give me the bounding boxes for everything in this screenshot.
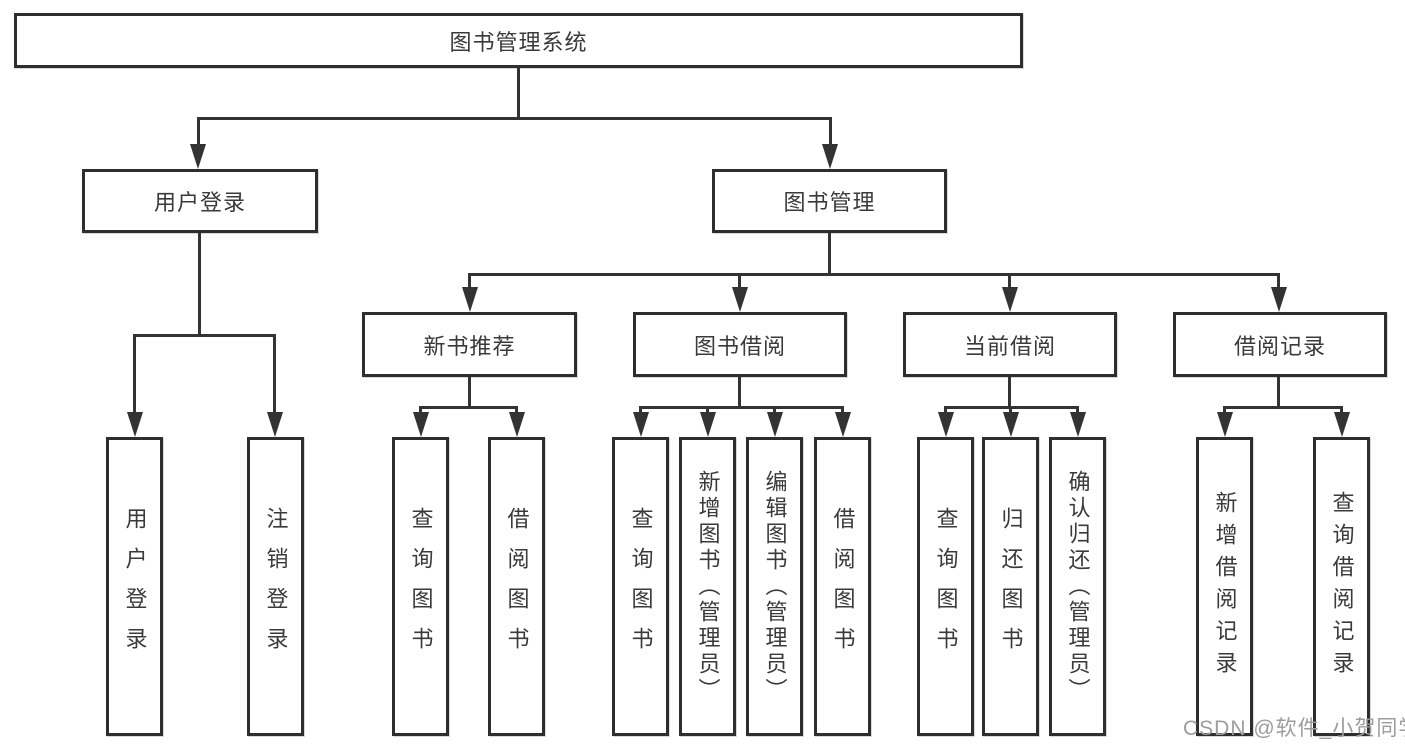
connector-line	[468, 273, 471, 291]
arrow-down-icon	[633, 412, 649, 437]
node-new-book-recommendation: 新书推荐	[362, 312, 577, 377]
node-label: 新书推荐	[423, 333, 516, 359]
leaf-return-books: 归还图书	[982, 437, 1039, 736]
arrow-down-icon	[1217, 412, 1233, 437]
leaf-label: 注销登录	[263, 506, 289, 667]
node-book-management: 图书管理	[712, 169, 947, 233]
arrow-down-icon	[1070, 412, 1086, 437]
leaf-query-borrow-record: 查询借阅记录	[1313, 437, 1370, 736]
connector-line	[944, 406, 947, 416]
leaf-label: 查询图书	[408, 506, 434, 667]
leaf-label: 归还图书	[998, 506, 1024, 667]
connector-line	[197, 117, 200, 149]
node-library-management-system: 图书管理系统	[14, 13, 1023, 68]
connector-line	[829, 117, 832, 149]
leaf-edit-books-admin: 编辑图书（管理员）	[746, 437, 803, 736]
connector-line	[273, 334, 276, 414]
leaf-query-books-borrowing: 查询图书	[612, 437, 669, 736]
arrow-down-icon	[127, 412, 143, 437]
connector-line	[517, 68, 520, 120]
arrow-down-icon	[1003, 412, 1019, 437]
leaf-label: 查询图书	[933, 506, 959, 667]
connector-line	[133, 334, 136, 414]
arrow-down-icon	[413, 412, 429, 437]
arrow-down-icon	[835, 412, 851, 437]
leaf-label: 借阅图书	[830, 506, 856, 667]
connector-line	[738, 377, 741, 409]
arrow-down-icon	[938, 412, 954, 437]
node-current-borrowing: 当前借阅	[903, 312, 1117, 377]
connector-line	[738, 273, 741, 291]
leaf-label: 查询图书	[628, 506, 654, 667]
leaf-borrow-books-borrowing: 借阅图书	[814, 437, 871, 736]
connector-line	[1340, 406, 1343, 416]
connector-line	[1277, 273, 1280, 291]
leaf-query-books-current: 查询图书	[917, 437, 974, 736]
connector-line	[197, 117, 832, 120]
leaf-label: 借阅图书	[504, 506, 530, 667]
connector-line	[515, 406, 518, 416]
connector-line	[468, 273, 1280, 276]
connector-line	[639, 406, 642, 416]
leaf-label: 新增借阅记录	[1212, 490, 1238, 683]
arrow-down-icon	[190, 144, 206, 169]
arrow-down-icon	[462, 287, 478, 312]
node-label: 当前借阅	[963, 333, 1056, 359]
leaf-add-borrow-record: 新增借阅记录	[1196, 437, 1253, 736]
connector-line	[419, 406, 518, 409]
node-label: 借阅记录	[1233, 333, 1326, 359]
connector-line	[1223, 406, 1343, 409]
connector-line	[468, 377, 471, 409]
connector-line	[1076, 406, 1079, 416]
arrow-down-icon	[767, 412, 783, 437]
connector-line	[1008, 273, 1011, 291]
node-label: 图书管理系统	[449, 29, 588, 55]
leaf-label: 新增图书（管理员）	[695, 469, 721, 704]
connector-line	[419, 406, 422, 416]
leaf-logout: 注销登录	[247, 437, 304, 736]
arrow-down-icon	[1271, 287, 1287, 312]
node-label: 图书借阅	[693, 333, 786, 359]
leaf-label: 编辑图书（管理员）	[762, 469, 788, 704]
connector-line	[706, 406, 709, 416]
leaf-label: 用户登录	[122, 506, 148, 667]
arrow-down-icon	[1002, 287, 1018, 312]
leaf-query-books-recommend: 查询图书	[392, 437, 449, 736]
csdn-watermark: CSDN @软件_小贺同学	[1183, 717, 1405, 740]
node-borrowing-records: 借阅记录	[1173, 312, 1387, 377]
arrow-down-icon	[732, 287, 748, 312]
arrow-down-icon	[700, 412, 716, 437]
node-label: 用户登录	[153, 190, 246, 215]
connector-line	[639, 406, 844, 409]
connector-line	[1223, 406, 1226, 416]
connector-line	[1009, 406, 1012, 416]
leaf-label: 确认归还（管理员）	[1065, 469, 1091, 704]
connector-line	[1008, 377, 1011, 409]
leaf-user-login: 用户登录	[106, 437, 163, 736]
connector-line	[828, 233, 831, 276]
arrow-down-icon	[267, 412, 283, 437]
arrow-down-icon	[509, 412, 525, 437]
leaf-confirm-return-admin: 确认归还（管理员）	[1049, 437, 1106, 736]
connector-line	[773, 406, 776, 416]
leaf-add-books-admin: 新增图书（管理员）	[679, 437, 736, 736]
connector-line	[133, 334, 276, 337]
node-user-login: 用户登录	[82, 169, 318, 233]
arrow-down-icon	[822, 144, 838, 169]
connector-line	[198, 233, 201, 337]
node-book-borrowing: 图书借阅	[633, 312, 847, 377]
connector-line	[841, 406, 844, 416]
node-label: 图书管理	[783, 190, 876, 215]
connector-line	[1277, 377, 1280, 409]
arrow-down-icon	[1334, 412, 1350, 437]
leaf-label: 查询借阅记录	[1329, 490, 1355, 683]
leaf-borrow-books-recommend: 借阅图书	[488, 437, 545, 736]
